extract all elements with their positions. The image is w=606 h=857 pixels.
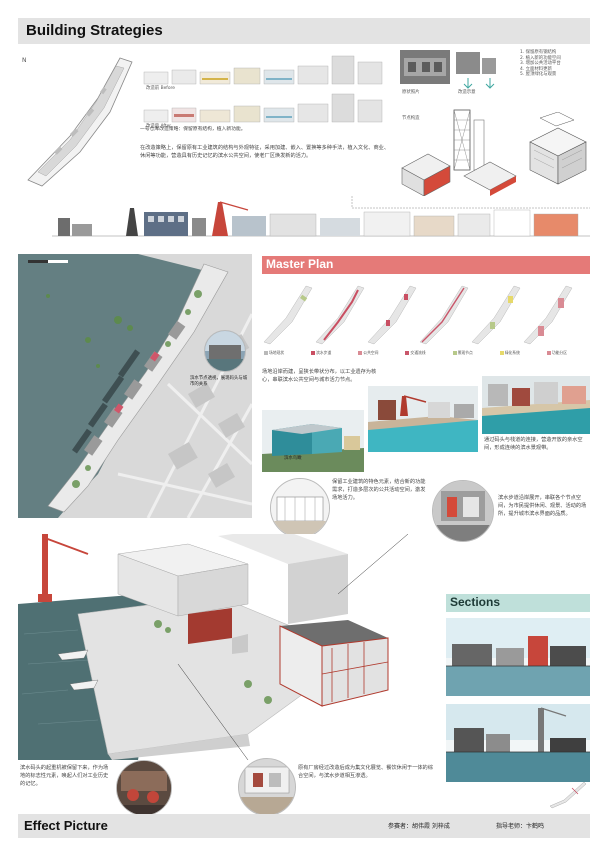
note-item: 1. 保留原有钢结构 xyxy=(520,50,557,55)
effect-photo-right xyxy=(238,758,296,816)
legend-item: 场地现状 xyxy=(264,350,307,364)
waterfront-render-1 xyxy=(262,410,364,472)
detail-label-2: 改造示意 xyxy=(458,90,476,95)
sections-title: Sections xyxy=(450,595,501,609)
right-notes: 1. 保留原有钢结构 2. 植入新的功能空间 3. 增加公共活动平台 4. 立面… xyxy=(520,50,590,78)
node-photo-2 xyxy=(432,480,494,542)
master-text-4: 滨水步道沿岸展开，串联各个节点空间，为市民提供休闲、观景、活动的场所，提升城市滨… xyxy=(498,495,587,517)
legend-item: 交通流线 xyxy=(405,350,448,364)
elevation-strips xyxy=(143,55,383,123)
master-text-1: 场地沿岸而建，呈狭长带状分布，以工业遗存为核心，串联滨水公共空间与城市活力节点。 xyxy=(262,369,377,383)
legend-swatch xyxy=(311,351,316,355)
building-strategies-header: Building Strategies xyxy=(18,18,590,44)
sections-header: Sections xyxy=(446,594,590,612)
map-node-photo xyxy=(204,330,246,372)
note-item: 2. 植入新的功能空间 xyxy=(520,55,561,61)
svg-text:N: N xyxy=(22,57,27,64)
strip-label-1: 改造前 Before xyxy=(146,86,175,91)
note-item: 5. 屋顶绿化与观景 xyxy=(520,72,557,78)
legend-item: 绿化系统 xyxy=(499,350,543,364)
site-aerial-map xyxy=(18,254,252,518)
waterfront-render-2 xyxy=(368,386,478,452)
map-note: 滨水节点透视，展现码头与城市的关系 xyxy=(190,376,248,387)
detail-diagrams xyxy=(400,50,517,196)
building-strategies-title: Building Strategies xyxy=(26,22,163,39)
effect-render xyxy=(18,534,440,760)
strip-label-2: 改造后 After xyxy=(146,124,172,129)
building-caption-small: 一号仓库改造策略：保留原有结构，植入新功能。 xyxy=(140,127,246,132)
legend-swatch xyxy=(405,351,410,355)
master-plan-legend: 场地现状 滨水步道 公共空间 交通流线 景观节点 绿化系统 功能分区 xyxy=(264,350,590,364)
axonometric-diagram xyxy=(529,112,587,185)
node-photo-1 xyxy=(270,478,330,538)
legend-item: 功能分区 xyxy=(546,350,590,364)
detail-label-1: 原状照片 xyxy=(402,90,420,95)
master-text-3: 保留工业建筑的特色元素，结合新的功能需求，打造多层次的公共活动空间，激发场地活力… xyxy=(332,479,426,501)
site-plan-sketch: N xyxy=(22,57,133,187)
building-strategy-paragraph: 在改造策略上，保留原有工业建筑的结构与外观特征，采用加建、嵌入、置换等多种手法，… xyxy=(140,145,390,159)
master-plan-header: Master Plan xyxy=(262,256,590,274)
analysis-diagrams xyxy=(263,285,573,345)
effect-picture-title: Effect Picture xyxy=(24,818,108,833)
detail-label-3: 节点构造 xyxy=(402,116,420,121)
advisor: 指导老师：卞鹤鸣 xyxy=(496,823,545,830)
effect-text-right: 原有厂房经过改造后成为集文化展览、餐饮休闲于一体的综合空间，与滨水步道相互渗透。 xyxy=(298,765,433,779)
legend-swatch xyxy=(358,351,363,355)
panoramic-elevation xyxy=(52,196,590,237)
waterfront-render-3 xyxy=(482,376,590,434)
section-drawing-2 xyxy=(446,704,590,782)
section-drawing-1 xyxy=(446,618,590,696)
legend-swatch xyxy=(452,351,457,355)
effect-text-left: 滨水码头的起重机被保留下来，作为场地的标志性元素，唤起人们对工业历史的记忆。 xyxy=(20,765,109,787)
effect-photo-left xyxy=(116,760,172,816)
note-item: 4. 立面材料更新 xyxy=(520,66,552,72)
effect-picture-header: Effect Picture 参赛者：胡伟霞 刘梓成 指导老师：卞鹤鸣 xyxy=(18,814,590,838)
legend-item: 滨水步道 xyxy=(311,350,354,364)
note-item: 3. 增加公共活动平台 xyxy=(520,61,561,67)
legend-swatch xyxy=(264,351,268,355)
master-plan-title: Master Plan xyxy=(266,257,334,271)
credits: 参赛者：胡伟霞 刘梓成 xyxy=(388,823,450,830)
legend-item: 公共空间 xyxy=(358,350,401,364)
render-label-view: 滨水鸟瞰 xyxy=(284,456,302,461)
legend-swatch xyxy=(499,351,504,355)
section-key-plan xyxy=(549,781,587,809)
legend-swatch xyxy=(546,351,551,355)
master-text-2: 通过码头与栈道的连接，营造开放的亲水空间，形成连续的滨水景观带。 xyxy=(484,437,583,451)
legend-item: 景观节点 xyxy=(452,350,496,364)
